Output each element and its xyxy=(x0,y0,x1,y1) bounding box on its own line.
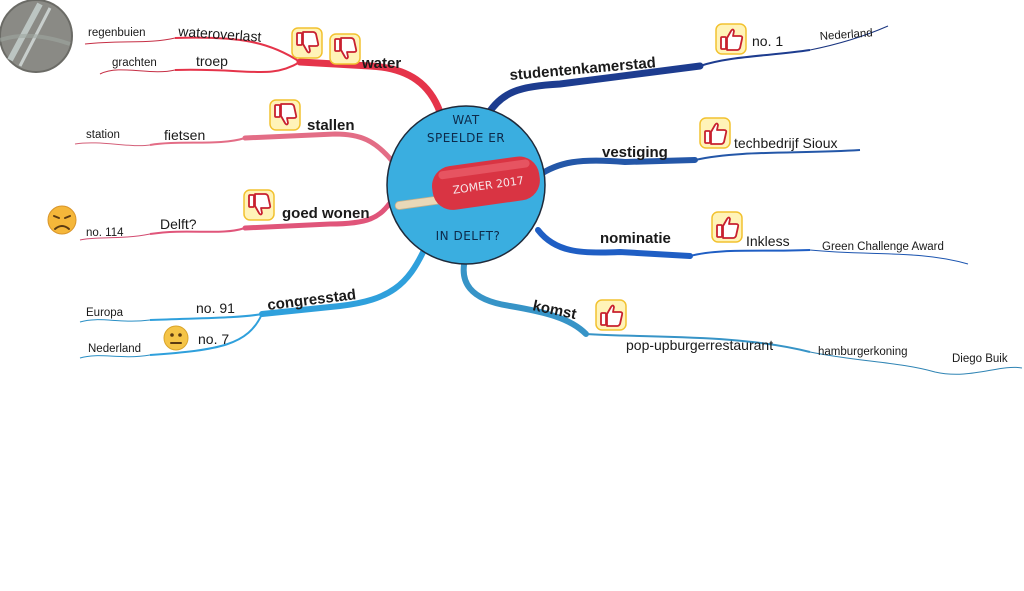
inkless-label: Inkless xyxy=(746,233,790,249)
branch-goed-wonen xyxy=(79,197,395,241)
nominatie-label: nominatie xyxy=(600,230,671,247)
branch-water xyxy=(84,36,444,116)
pop-upburgerrestaurant-label: pop-upburgerrestaurant xyxy=(626,337,773,353)
photo-thumbnail xyxy=(0,0,73,73)
hamburgerkoning-label: hamburgerkoning xyxy=(818,346,908,358)
troep-label: troep xyxy=(196,53,228,69)
thumbs-up-icon xyxy=(715,23,747,55)
wateroverlast-label: wateroverlast xyxy=(177,23,262,45)
branch-komst xyxy=(460,253,1023,375)
no-1-label: no. 1 xyxy=(752,33,783,49)
green-challenge-award-label: Green Challenge Award xyxy=(822,241,944,253)
fietsen-label: fietsen xyxy=(164,127,205,143)
europa-label: Europa xyxy=(86,307,124,319)
thumbs-down-icon xyxy=(243,189,275,221)
delft-label: Delft? xyxy=(160,216,197,232)
branch-stallen xyxy=(74,131,396,165)
nederland-label: Nederland xyxy=(88,343,141,355)
branch-vestiging xyxy=(535,149,861,179)
goed-wonen-label: goed wonen xyxy=(282,205,370,222)
thumbs-down-icon xyxy=(269,99,301,131)
thumbs-down-icon xyxy=(291,27,323,59)
vestiging-label: vestiging xyxy=(602,144,668,161)
neutral-face-icon xyxy=(163,325,189,351)
thumbs-up-icon xyxy=(711,211,743,243)
thumbs-up-icon xyxy=(699,117,731,149)
no-7-label: no. 7 xyxy=(198,331,229,347)
center-title-line3: IN DELFT? xyxy=(436,229,501,243)
water-label: water xyxy=(361,55,401,72)
techbedrijf-sioux-label: techbedrijf Sioux xyxy=(734,135,838,151)
popsicle-icon: ZOMER 2017 xyxy=(394,156,540,210)
branch-studentenkamerstad xyxy=(484,25,889,118)
no-114-label: no. 114 xyxy=(86,227,124,239)
center-node: WAT SPEELDE ER ZOMER 2017 IN DELFT? xyxy=(386,105,546,265)
center-title-line2: SPEELDE ER xyxy=(427,131,505,145)
komst-label: komst xyxy=(531,297,578,323)
thumbs-down-icon xyxy=(329,33,361,65)
diego-buik-label: Diego Buik xyxy=(952,353,1008,365)
branch-nominatie xyxy=(535,227,969,265)
grachten-label: grachten xyxy=(112,57,157,69)
stallen-label: stallen xyxy=(307,117,355,134)
station-label: station xyxy=(86,129,120,141)
regenbuien-label: regenbuien xyxy=(88,27,146,39)
nederland-label: Nederland xyxy=(819,27,873,43)
thumbs-up-icon xyxy=(595,299,627,331)
branch-congresstad xyxy=(79,245,428,359)
center-title-line1: WAT xyxy=(452,113,479,127)
sad-face-icon xyxy=(47,205,77,235)
no-91-label: no. 91 xyxy=(196,300,235,316)
